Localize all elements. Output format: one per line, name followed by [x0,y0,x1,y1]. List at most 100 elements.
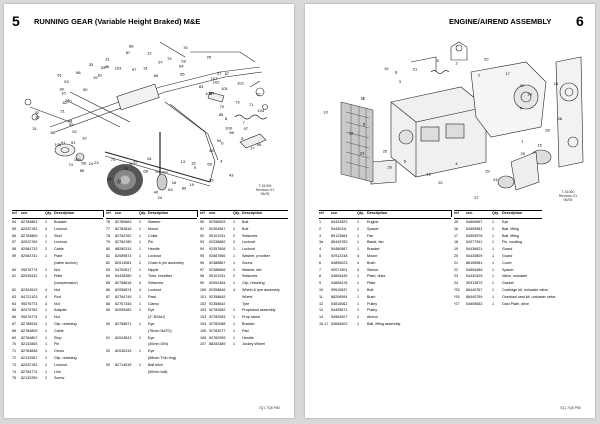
header-ccn: ccn [209,211,216,215]
cell-desc: Handle [148,247,160,252]
cell-ref: 106 [200,335,207,340]
cell-ccn: 82013081 [115,260,132,265]
cell-desc: Pulley [367,308,378,313]
cell-desc: Airend [367,315,378,320]
cell-ccn: 54606445 [331,274,348,279]
cell-ccn: 54608403 [331,321,348,326]
cell-qty: 1 [357,315,360,320]
cell-desc: Nut [54,301,60,306]
callout-label: 3 [399,79,402,84]
page-title-left: RUNNING GEAR (Variable Height Braked) M&… [34,17,201,26]
callout-label: 88 [129,44,134,49]
cell-ref: 69 [12,335,17,340]
cell-ref: 104 [200,321,207,326]
page-footer-left: 7Q1 7Q6 P80 [258,406,280,410]
cell-ccn: 92388867 [209,260,226,265]
callout-label: 4 [220,159,223,164]
cell-ccn: 82132557 [21,355,38,360]
callout-label: 10 [82,135,87,140]
cell-qty: 1 [233,220,236,224]
cell-ccn: 84722103 [21,294,38,299]
callout-label: 73 [111,157,116,162]
cell-ccn: 82784805 [21,328,38,333]
callout-label: 17 [250,146,255,151]
cell-qty: 4 [139,281,142,286]
cell-qty: 1 [492,220,495,224]
callout-label: 14 [527,92,532,97]
callout-label: 5 [437,58,440,63]
cell-ref: 22 [454,267,459,272]
cell-qty: 4 [357,267,360,272]
cell-qty: 1 [139,247,142,252]
cell-qty: 1 [139,362,142,367]
cell-ref: 103 [200,308,207,313]
cell-ccn: 92782082 [209,308,226,313]
callout-label: 45 [209,178,214,183]
cell-ccn: 54436621 [466,247,483,252]
cell-desc: Wheel [242,294,253,299]
cell-ccn: 82022763 [21,226,38,231]
cell-ccn: 54606652 [466,301,483,306]
cell-desc: (50mm ball) [148,369,168,374]
cell-qty: 1 [233,260,236,265]
cell-qty: 1 [45,349,48,354]
cell-ccn: 82784848 [21,349,38,354]
cell-ccn: 82784749 [115,294,132,299]
cell-ref: 105 [200,328,207,333]
cell-desc: Bracket [54,220,67,224]
cell-qty: 2 [233,240,236,245]
cell-qty: 1 [139,335,142,340]
cell-desc: Wheel & tyre assembly [242,287,280,292]
callout-label: 73 [235,100,240,105]
cell-desc: Stop [54,335,62,340]
cell-desc: Jockey Wheel [242,342,265,347]
cell-ref: 55 [12,226,17,231]
cell-desc: (40mm DIN) [148,342,169,347]
callout-label: 66 [76,70,81,75]
cell-desc: (compensator) [54,281,78,286]
cell-qty: 1 [233,308,236,313]
callout-label: 69 [207,161,212,166]
cell-ref: 94 [200,247,205,252]
callout-label: 4 [455,161,458,166]
callout-label: 67 [225,71,230,76]
callout-label: 61 [147,156,152,161]
figure-caption-right: T-51060 Revision 01 06/05 [553,190,583,202]
cell-desc: Setscrew [148,281,164,286]
cell-desc: Nut [54,315,60,320]
cell-ccn: 92358846 [209,287,226,292]
callout-label: 83 [209,148,214,153]
cell-ref: 71 [12,349,17,354]
callout-label: 103 [115,65,122,70]
cell-qty: 1 [357,321,360,326]
cell-ccn: 82784869 [21,233,38,238]
cell-desc: Pawl [148,294,156,299]
cell-ref: 1 [319,220,322,224]
cell-qty: 1 [492,260,495,265]
cell-ccn: 82056874 [115,287,132,292]
cell-desc: Guard [502,247,513,252]
cell-desc: Pad [242,328,249,333]
callout-label: 38 [35,115,40,120]
cell-ref: 78 [106,233,111,238]
callout-label: 32 [133,159,138,164]
callout-label: 24 [89,161,94,166]
callout-label: 68 [143,168,148,173]
cell-ccn: 82784863 [21,220,38,224]
cell-ref: 60 [12,267,17,272]
cell-desc: Blade, fan [367,240,384,245]
cell-desc: Ball, lifting assembly [367,321,401,326]
cell-qty: 1 [139,233,142,238]
